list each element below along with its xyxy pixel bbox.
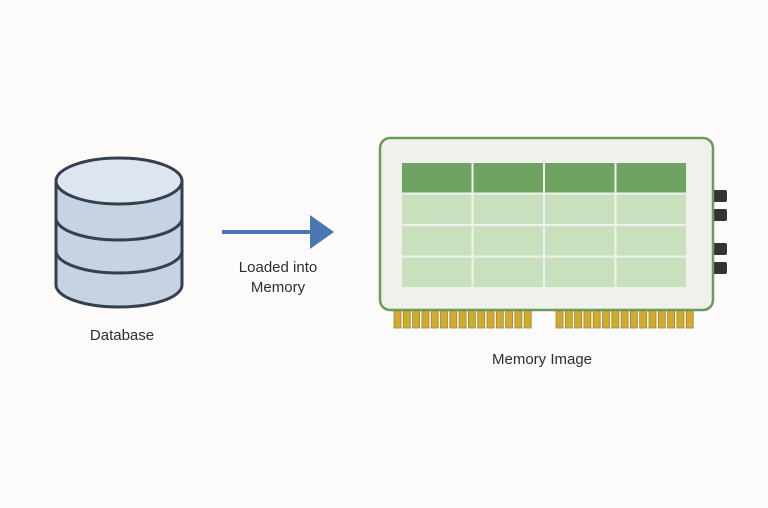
pin-contact <box>495 310 504 329</box>
table-cell <box>402 257 472 287</box>
table-cell <box>616 194 686 224</box>
table-header-cell <box>616 163 686 193</box>
pin-contact <box>505 310 514 329</box>
table-cell <box>473 257 543 287</box>
pin-contact <box>602 310 610 329</box>
pin-contact <box>421 310 430 329</box>
table-header-cell <box>473 163 543 193</box>
pin-contact <box>611 310 620 329</box>
pin-contact <box>574 310 582 329</box>
pin-contact <box>477 310 486 329</box>
database-icon <box>54 156 184 309</box>
pin-contact <box>523 310 532 329</box>
pin-contact <box>458 310 467 329</box>
table-cell <box>616 226 686 256</box>
table-cell <box>473 194 543 224</box>
clip-icon <box>712 190 727 202</box>
pin-contact <box>620 310 629 329</box>
table-cell <box>616 257 686 287</box>
pin-contact <box>402 310 411 329</box>
pin-contact <box>514 310 523 329</box>
pin-contact <box>555 310 564 329</box>
pin-contact <box>630 310 638 329</box>
pin-contact <box>564 310 573 329</box>
pin-contact <box>486 310 495 329</box>
pin-contact <box>685 310 694 329</box>
pin-contact <box>412 310 421 329</box>
clip-icon <box>712 262 727 274</box>
table-cell <box>402 194 472 224</box>
clip-icon <box>712 243 727 255</box>
table-header-cell <box>545 163 615 193</box>
memory-pins <box>393 310 694 329</box>
table-cell <box>545 194 615 224</box>
table-cell <box>473 226 543 256</box>
pin-contact <box>667 310 675 329</box>
pin-contact <box>393 310 402 329</box>
right-arrow-icon <box>222 215 334 249</box>
database-label: Database <box>89 327 155 344</box>
table-cell <box>402 226 472 256</box>
pin-contact <box>639 310 648 329</box>
clip-icon <box>712 209 727 221</box>
table-header-cell <box>402 163 472 193</box>
pin-contact <box>676 310 685 329</box>
pin-contact <box>440 310 448 329</box>
pin-contact <box>467 310 476 329</box>
pin-contact <box>449 310 458 329</box>
pin-contact <box>648 310 657 329</box>
pin-contact <box>583 310 592 329</box>
table-cell <box>545 226 615 256</box>
memory-image-label: Memory Image <box>491 351 593 368</box>
memory-module-icon <box>378 136 727 329</box>
pin-contact <box>657 310 666 329</box>
pin-contact <box>592 310 601 329</box>
arrow-label: Loaded into Memory <box>238 259 318 296</box>
memory-table <box>402 163 686 287</box>
pin-contact <box>430 310 439 329</box>
table-cell <box>545 257 615 287</box>
